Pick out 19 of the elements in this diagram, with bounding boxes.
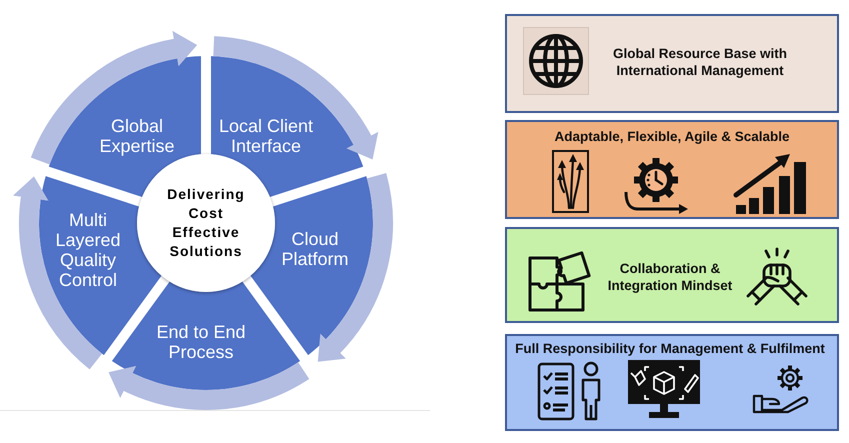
cycle-arrow xyxy=(31,31,197,166)
segment-label: End to End Process xyxy=(155,322,247,362)
panel-text: Adaptable, Flexible, Agile & Scalable xyxy=(553,128,791,145)
center-label: Delivering Cost Effective Solutions xyxy=(166,185,246,261)
panel-text: Global Resource Base with International Management xyxy=(612,45,788,79)
cycle-arrow xyxy=(108,362,309,410)
cycle-arrow xyxy=(12,176,102,369)
feature-panel xyxy=(505,14,839,113)
panel-text: Full Responsibility for Management & Fulfilment xyxy=(514,340,826,357)
feature-panel xyxy=(505,227,839,323)
segment-label: Multi Layered Quality Control xyxy=(54,210,122,290)
cycle-arrow xyxy=(212,36,378,159)
segment-label: Local Client Interface xyxy=(218,116,314,156)
segment-label: Global Expertise xyxy=(98,116,176,156)
feature-panel xyxy=(505,334,839,431)
feature-panel xyxy=(505,120,839,219)
panel-text: Collaboration & Integration Mindset xyxy=(606,260,734,294)
segment-label: Cloud Platform xyxy=(280,229,350,269)
cycle-arrow xyxy=(318,174,393,363)
